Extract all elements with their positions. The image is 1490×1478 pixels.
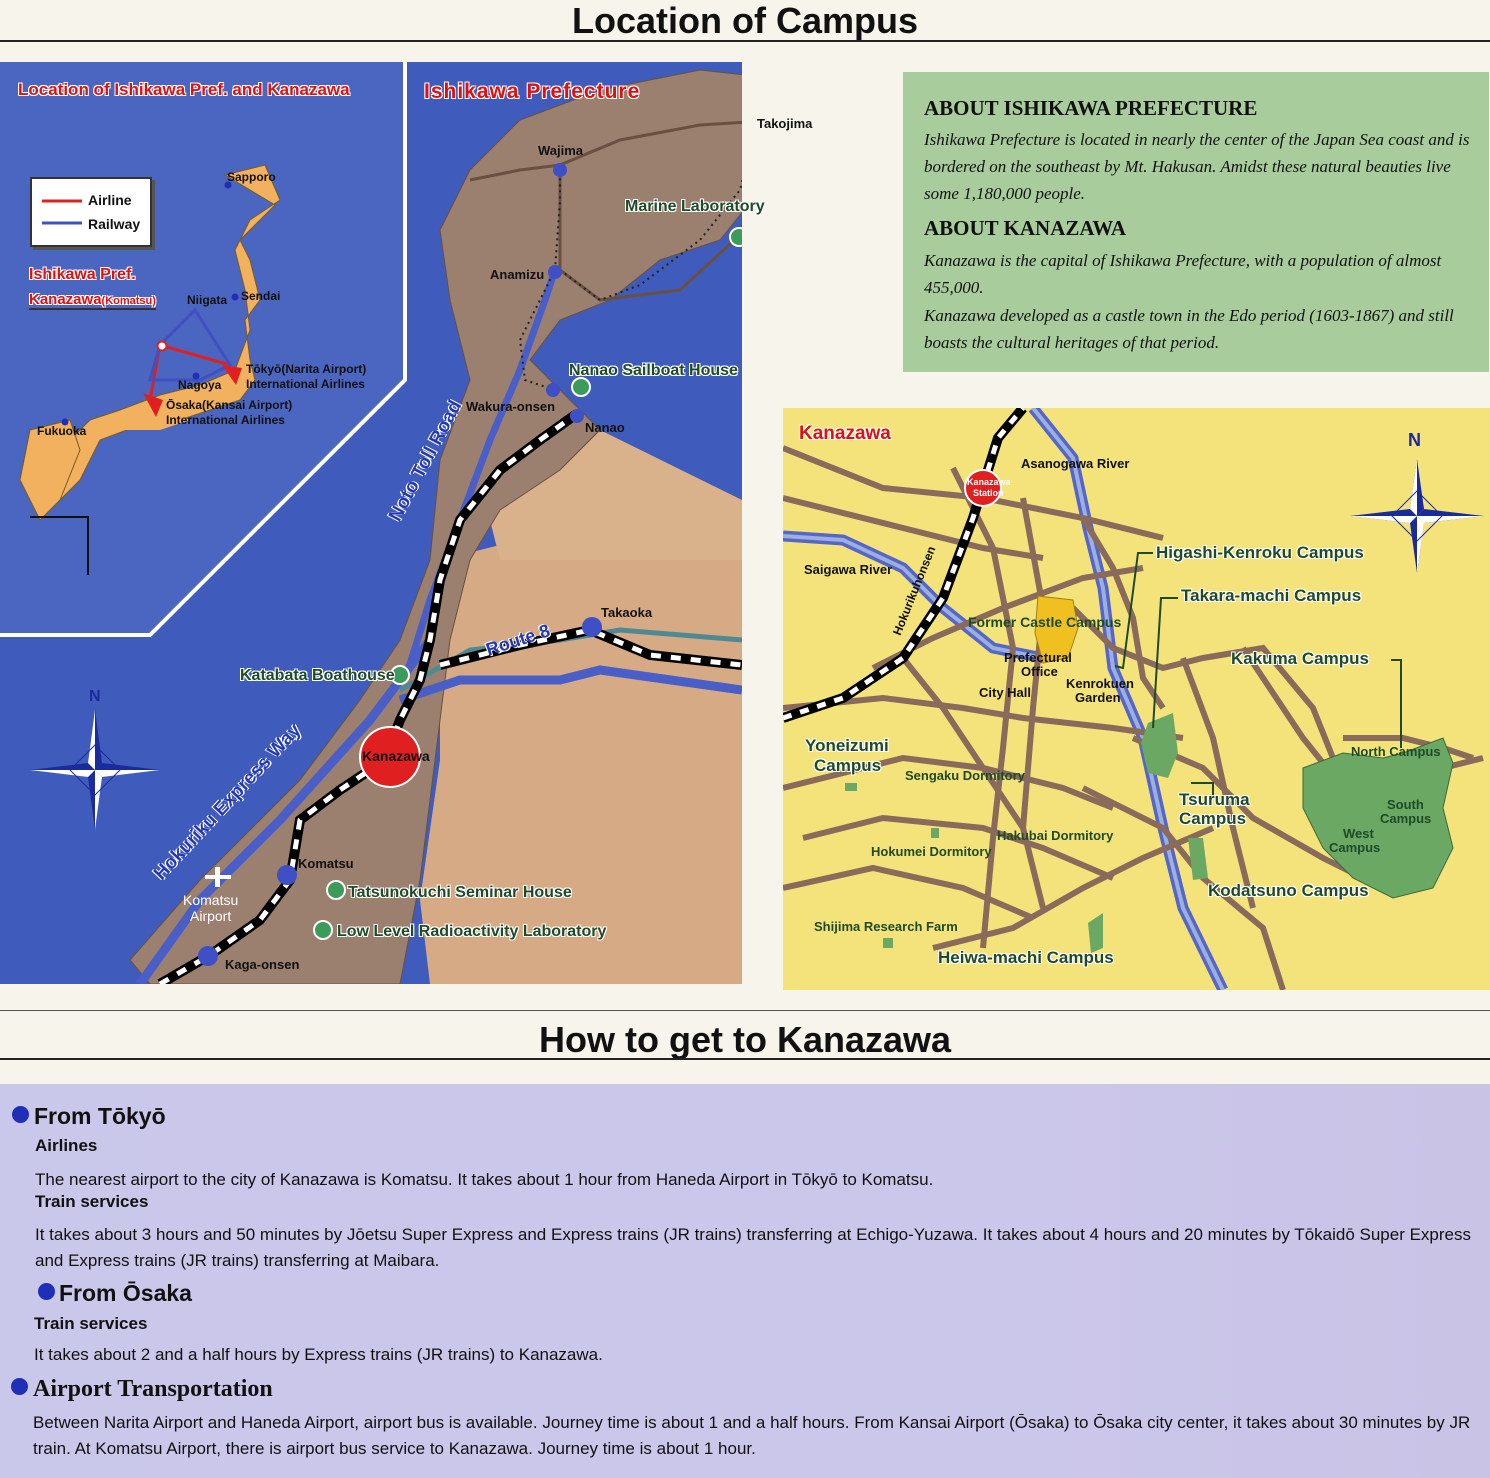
label-kakuma: Kakuma Campus <box>1231 649 1369 668</box>
label-fukuoka: Fukuoka <box>37 424 87 438</box>
label-nanao: Nanao <box>585 420 625 435</box>
label-south-1: South <box>1387 797 1424 812</box>
compass-star-left <box>30 710 160 830</box>
label-wakura: Wakura-onsen <box>466 399 556 414</box>
tokyo-train-label: Train services <box>35 1192 149 1211</box>
legend-box: Airline Railway <box>30 177 152 247</box>
label-ishikawa-pref: Ishikawa Pref. <box>29 266 136 283</box>
osaka-train-label: Train services <box>34 1314 148 1333</box>
label-takara: Takara-machi Campus <box>1181 586 1362 605</box>
city-map-title: Kanazawa <box>799 423 891 444</box>
ishikawa-map <box>0 62 742 984</box>
kanazawa-city-map <box>783 408 1490 990</box>
label-kanazawa-komatsu: Kanazawa(Komatsu) <box>29 291 156 310</box>
about-ishikawa-text: Ishikawa Prefecture is located in nearly… <box>924 130 1470 203</box>
label-station-2: Station <box>973 488 1004 498</box>
label-wajima: Wajima <box>538 143 584 158</box>
label-shijima: Shijima Research Farm <box>814 919 958 934</box>
label-hakubai: Hakubai Dormitory <box>997 828 1114 843</box>
label-west-2: Campus <box>1329 840 1381 855</box>
airplane-icon <box>205 867 231 887</box>
label-yoneizumi-1: Yoneizumi <box>805 736 889 755</box>
label-komatsu: Komatsu <box>298 856 354 871</box>
title-rule <box>0 40 1490 42</box>
bullet-icon <box>38 1283 55 1300</box>
label-tatsunokuchi: Tatsunokuchi Seminar House <box>348 884 572 901</box>
bullet-icon <box>11 1378 28 1395</box>
how-to-get-panel: From Tōkyō Airlines The nearest airport … <box>0 1084 1490 1478</box>
label-sapporo: Sapporo <box>227 170 276 184</box>
about-ishikawa-heading: ABOUT ISHIKAWA PREFECTURE <box>924 96 1258 120</box>
label-tsuruma-1: Tsuruma <box>1179 790 1250 809</box>
label-south-2: Campus <box>1380 811 1432 826</box>
tokyo-train-text: It takes about 3 hours and 50 minutes by… <box>35 1225 1472 1270</box>
label-anamizu: Anamizu <box>490 267 545 282</box>
page-title: Location of Campus <box>571 0 918 41</box>
bullet-icon <box>12 1106 29 1123</box>
label-marine-lab: Marine Laboratory <box>625 198 765 215</box>
about-kanazawa-text-2: Kanazawa developed as a castle town in t… <box>924 306 1454 352</box>
compass-star-right <box>1350 459 1484 573</box>
label-higashi: Higashi-Kenroku Campus <box>1156 543 1364 562</box>
label-kanazawa-text: Kanazawa <box>29 291 102 308</box>
label-komatsu-text: (Komatsu) <box>101 295 156 307</box>
section2-title: How to get to Kanazawa <box>538 1019 952 1060</box>
label-tokyo-2: International Airlines <box>246 377 365 391</box>
osaka-heading: From Ōsaka <box>59 1280 192 1306</box>
label-takaoka: Takaoka <box>601 605 653 620</box>
label-asanogawa: Asanogawa River <box>1021 456 1130 471</box>
label-pref-office-1: Prefectural <box>1004 650 1072 665</box>
compass-n-left: N <box>89 688 101 705</box>
label-kenrokuen-1: Kenrokuen <box>1066 676 1134 691</box>
ishikawa-map-title: Ishikawa Prefecture <box>424 80 641 103</box>
label-komatsu-airport-1: Komatsu <box>183 892 239 908</box>
osaka-train-text: It takes about 2 and a half hours by Exp… <box>34 1345 603 1364</box>
label-tokyo-1: Tōkyō(Narita Airport) <box>246 362 367 376</box>
japan-map-title: Location of Ishikawa Pref. and Kanazawa <box>18 80 350 99</box>
airport-heading: Airport Transportation <box>33 1376 273 1402</box>
label-katabata: Katabata Boathouse <box>240 667 395 684</box>
legend-lines-icon <box>42 199 82 225</box>
label-takojima: Takojima <box>757 116 813 131</box>
label-kenrokuen-2: Garden <box>1075 690 1121 705</box>
ishikawa-land <box>129 69 742 984</box>
label-west-1: West <box>1343 826 1374 841</box>
label-heiwa: Heiwa-machi Campus <box>938 948 1114 967</box>
legend-airline: Airline <box>88 192 132 208</box>
label-kaga: Kaga-onsen <box>225 957 300 972</box>
section2-rule <box>0 1058 1490 1060</box>
label-niigata: Niigata <box>187 293 228 307</box>
compass-n-right: N <box>1408 430 1421 450</box>
about-kanazawa-text-1: Kanazawa is the capital of Ishikawa Pref… <box>924 251 1442 297</box>
label-former-castle: Former Castle Campus <box>968 614 1122 630</box>
label-hokumei: Hokumei Dormitory <box>871 844 992 859</box>
label-tsuruma-2: Campus <box>1179 809 1247 828</box>
label-north: North Campus <box>1351 744 1441 759</box>
label-osaka-1: Ōsaka(Kansai Airport) <box>166 398 293 412</box>
label-yoneizumi-2: Campus <box>814 756 882 775</box>
label-sendai: Sendai <box>241 289 281 303</box>
label-saigawa: Saigawa River <box>804 562 893 577</box>
label-nanao-sailboat: Nanao Sailboat House <box>569 362 738 379</box>
legend-railway: Railway <box>88 216 141 232</box>
tokyo-heading: From Tōkyō <box>34 1103 166 1129</box>
label-sengaku: Sengaku Dormitory <box>905 768 1025 783</box>
label-low-level: Low Level Radioactivity Laboratory <box>337 923 607 940</box>
label-station-1: Kanazawa <box>967 477 1011 487</box>
label-osaka-2: International Airlines <box>166 413 285 427</box>
label-kanazawa-city: Kanazawa <box>362 748 430 764</box>
section2-rule-top <box>0 1010 1490 1011</box>
tokyo-airlines-label: Airlines <box>35 1136 98 1155</box>
label-pref-office-2: Office <box>1021 664 1058 679</box>
label-city-hall: City Hall <box>979 685 1032 700</box>
label-komatsu-airport-2: Airport <box>190 908 232 924</box>
airport-text: Between Narita Airport and Haneda Airpor… <box>33 1413 1471 1458</box>
label-nagoya: Nagoya <box>178 378 222 392</box>
about-kanazawa-heading: ABOUT KANAZAWA <box>924 216 1127 240</box>
label-kodatsuno: Kodatsuno Campus <box>1208 881 1369 900</box>
tokyo-airlines-text: The nearest airport to the city of Kanaz… <box>35 1170 934 1189</box>
about-panel: ABOUT ISHIKAWA PREFECTURE Ishikawa Prefe… <box>903 72 1489 372</box>
